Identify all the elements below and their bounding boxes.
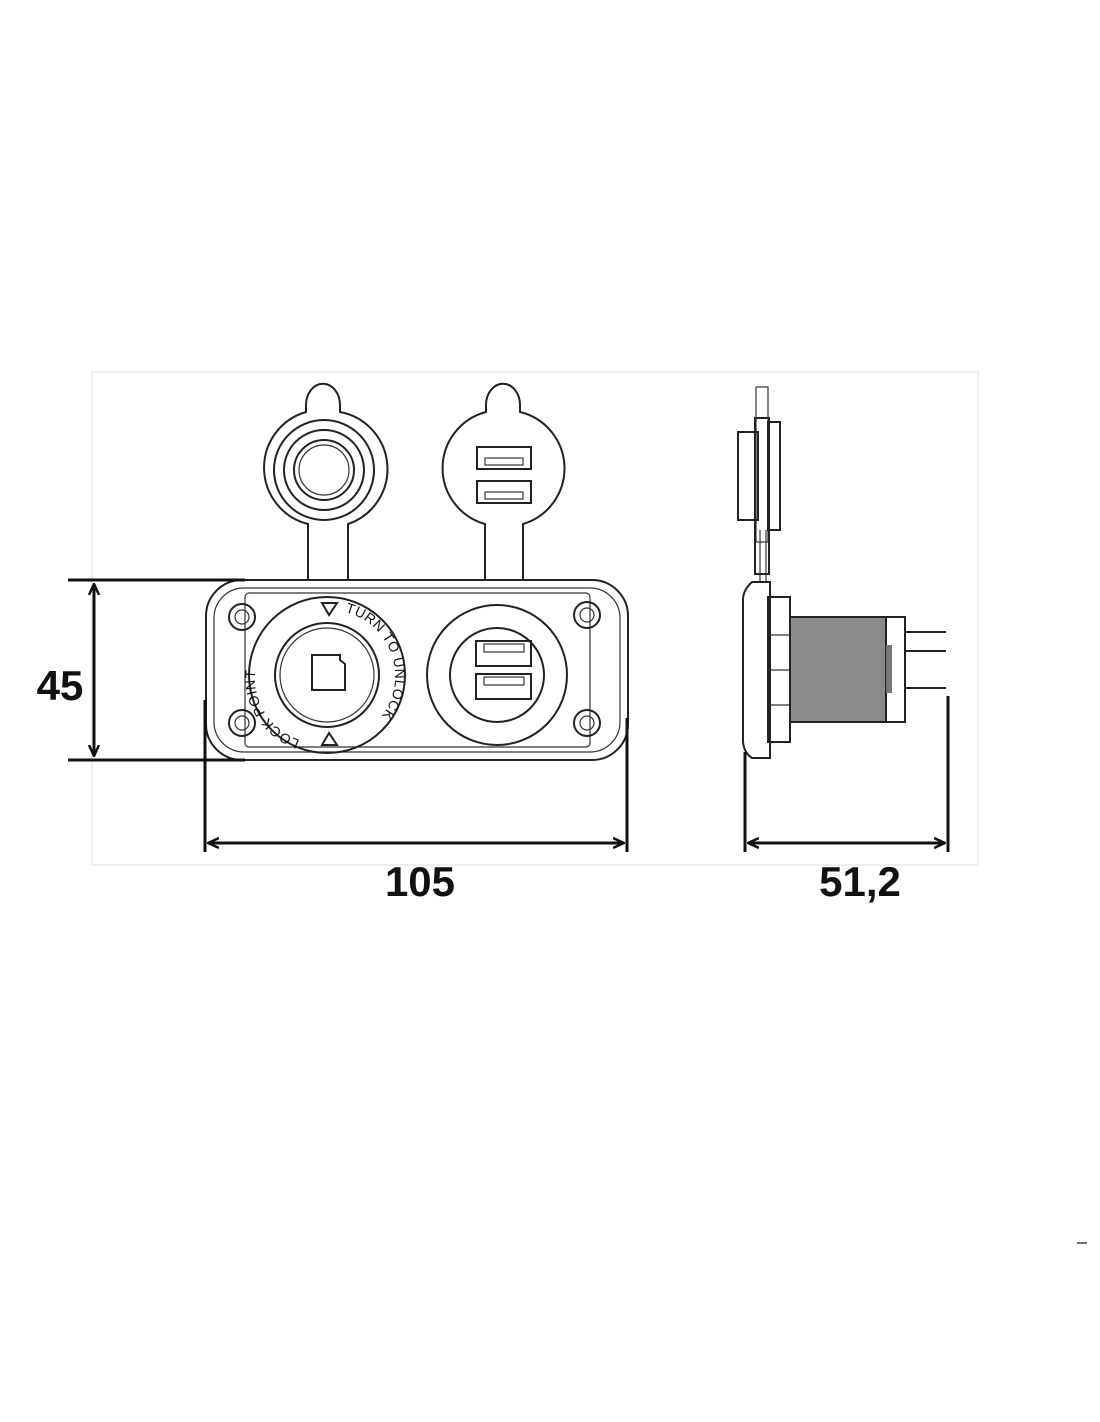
- dimension-height: 45: [37, 578, 245, 762]
- dimension-depth: 51,2: [743, 696, 950, 905]
- front-view: LOCK POINT TURN TO UNLOCK: [205, 382, 629, 761]
- usb-socket: [426, 604, 568, 746]
- side-view: [737, 386, 946, 759]
- dimension-label-depth: 51,2: [819, 858, 901, 905]
- cap-text-turn-to-unlock: TURN TO UNLOCK: [344, 599, 408, 723]
- dimension-label-height: 45: [37, 662, 84, 709]
- lighter-cap: [263, 382, 389, 580]
- threaded-body: [789, 616, 887, 723]
- dimension-label-width: 105: [385, 858, 455, 905]
- usb-cap: [441, 382, 566, 580]
- dimension-width: 105: [203, 700, 629, 905]
- cap-text-lock-point: LOCK POINT: [242, 669, 301, 752]
- lighter-socket: LOCK POINT TURN TO UNLOCK: [242, 596, 408, 754]
